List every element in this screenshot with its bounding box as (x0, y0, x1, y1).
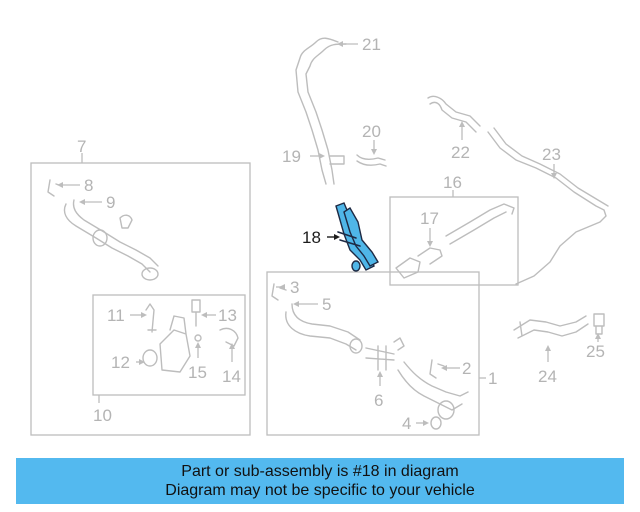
group-box-1 (266, 271, 480, 436)
part-10-housing (159, 315, 191, 373)
part-7-clamp (141, 267, 159, 281)
banner-line-1: Part or sub-assembly is #18 in diagram (181, 463, 459, 480)
part-5-clamp (349, 338, 363, 354)
leader-lines (57, 41, 601, 426)
callout-24: 24 (538, 367, 557, 386)
callout-14: 14 (222, 367, 241, 386)
callout-21: 21 (362, 35, 381, 54)
callout-15: 15 (188, 363, 207, 382)
part-18-highlighted-hose (335, 202, 379, 272)
callout-25: 25 (586, 342, 605, 361)
part-clip-small (119, 214, 133, 229)
part-24-pipe (513, 315, 589, 339)
part-4-oring (430, 416, 442, 430)
part-6-tee (365, 337, 405, 371)
callout-16: 16 (443, 173, 462, 192)
group-box-10 (92, 294, 246, 396)
callout-9: 9 (106, 193, 115, 212)
callout-3: 3 (290, 278, 299, 297)
part-2-clip (429, 359, 445, 379)
callout-18-highlighted: 18 (302, 228, 321, 247)
callout-12: 12 (111, 353, 130, 372)
part-15-bolt (194, 334, 202, 342)
part-14-clip (219, 327, 239, 347)
part-12-oring (142, 349, 158, 367)
callout-2: 2 (462, 359, 471, 378)
banner-line-2: Diagram may not be specific to your vehi… (165, 482, 475, 499)
part-17-valve (395, 247, 443, 279)
group-box-7 (30, 162, 251, 436)
part-5-hose (285, 303, 361, 351)
part-22-hose (427, 95, 481, 133)
part-16-hose (445, 203, 515, 245)
callout-1: 1 (488, 369, 497, 388)
callout-19: 19 (282, 147, 301, 166)
callout-13: 13 (218, 306, 237, 325)
part-13-sensor (191, 299, 201, 327)
callout-11: 11 (107, 306, 125, 325)
part-1-clamp (437, 400, 455, 420)
part-19-21-tube (295, 37, 347, 185)
part-20-hose (356, 154, 387, 167)
part-23-pipe (487, 127, 609, 285)
callout-23: 23 (542, 145, 561, 164)
parts-diagram: 21 20 19 22 23 16 17 7 8 9 11 12 13 15 1… (30, 35, 609, 436)
group-box-16 (389, 196, 519, 286)
part-25-cap (593, 313, 605, 335)
callout-22: 22 (451, 143, 470, 162)
part-1-hose (397, 361, 469, 411)
callout-10: 10 (93, 406, 112, 425)
info-banner: Part or sub-assembly is #18 in diagram D… (16, 458, 624, 504)
part-11-clip (145, 303, 157, 333)
part-9-clamp (92, 229, 108, 247)
part-8-clip (47, 179, 63, 197)
part-9-hose (63, 199, 159, 273)
callout-20: 20 (362, 122, 381, 141)
callout-4: 4 (402, 414, 411, 433)
callout-6: 6 (374, 391, 383, 410)
callout-5: 5 (322, 295, 331, 314)
callout-17: 17 (420, 209, 439, 228)
callout-8: 8 (84, 176, 93, 195)
callout-7: 7 (77, 137, 86, 156)
